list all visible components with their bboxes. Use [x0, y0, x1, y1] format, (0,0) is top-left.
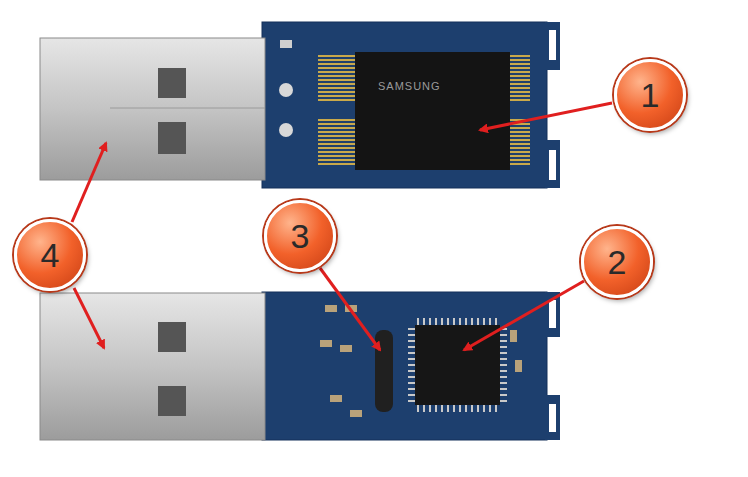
top-board	[40, 22, 560, 188]
callout-circle: 4	[14, 219, 86, 291]
chip-marking: SAMSUNG	[378, 80, 441, 92]
callout-circle: 2	[581, 226, 653, 298]
bottom-board	[40, 292, 560, 440]
callout-number: 1	[641, 78, 660, 112]
callout-circle: 3	[264, 200, 336, 272]
callout-number: 2	[608, 245, 627, 279]
callout-number: 3	[291, 219, 310, 253]
callout-number: 4	[41, 238, 60, 272]
callout-circle: 1	[614, 59, 686, 131]
leader-arrows	[72, 103, 612, 350]
